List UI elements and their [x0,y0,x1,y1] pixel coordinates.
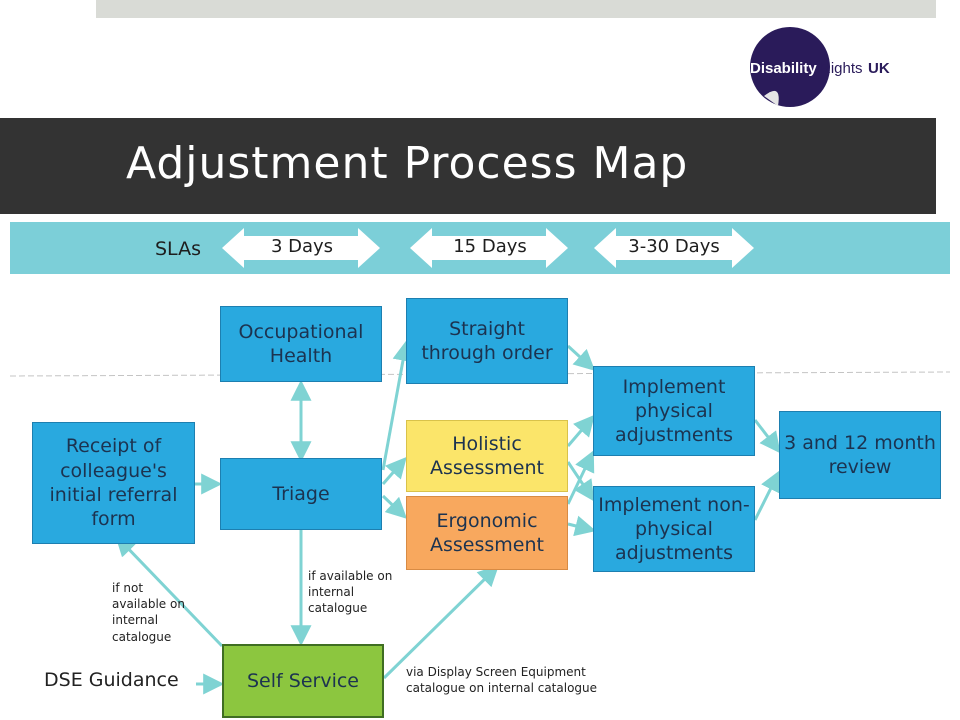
holistic-assessment-box: Holistic Assessment [406,420,568,492]
connector-ergonomic-physical [566,450,595,505]
svg-text:UK: UK [868,60,890,77]
title-band [0,118,936,214]
self-service-box: Self Service [222,644,384,718]
review-box: 3 and 12 month review [779,411,941,499]
connector-self-service-ergonomic [382,565,499,680]
via-dse-note: via Display Screen Equipment catalogue o… [406,665,598,696]
connector-physical-review [753,419,781,454]
page-title: Adjustment Process Map [126,138,689,189]
referral-form-box: Receipt of colleague's initial referral … [32,422,195,544]
triage-box: Triage [220,458,382,530]
sla-arrow-15-days [410,228,568,268]
sla-arrow-3-30-days [594,228,754,268]
sla-15-days-label: 15 Days [453,236,527,257]
dse-guidance-label: DSE Guidance [44,669,179,691]
top-accent-bar [96,0,936,18]
sla-3-days-label: 3 Days [270,236,334,257]
straight-through-order-box: Straight through order [406,298,568,384]
occupational-health-box: Occupational Health [220,306,382,382]
connector-self-service-referral [115,534,224,648]
if-available-note: if available on internal catalogue [308,569,393,616]
connector-straight-physical [566,344,596,371]
disability-rights-uk-logo: Disability Rights UK [742,26,914,108]
connector-triage-straight [381,339,414,471]
sla-label: SLAs [155,238,201,260]
implement-physical-adjustments-box: Implement physical adjustments [593,366,755,456]
connector-holistic-physical [566,414,595,447]
svg-text:Disability: Disability [750,60,817,77]
connector-ergonomic-nonphysical [567,515,597,537]
connector-triage-ergonomic [381,494,408,519]
implement-non-physical-adjustments-box: Implement non-physical adjustments [593,486,755,572]
sla-3-30-days-label: 3-30 Days [628,236,720,257]
connector-nonphysical-review [753,470,780,521]
connector-triage-holistic [381,456,407,485]
sla-arrow-3-days [222,228,380,268]
if-not-available-note: if not available on internal catalogue [112,581,185,644]
ergonomic-assessment-box: Ergonomic Assessment [406,496,568,570]
svg-text:Rights: Rights [820,60,863,77]
